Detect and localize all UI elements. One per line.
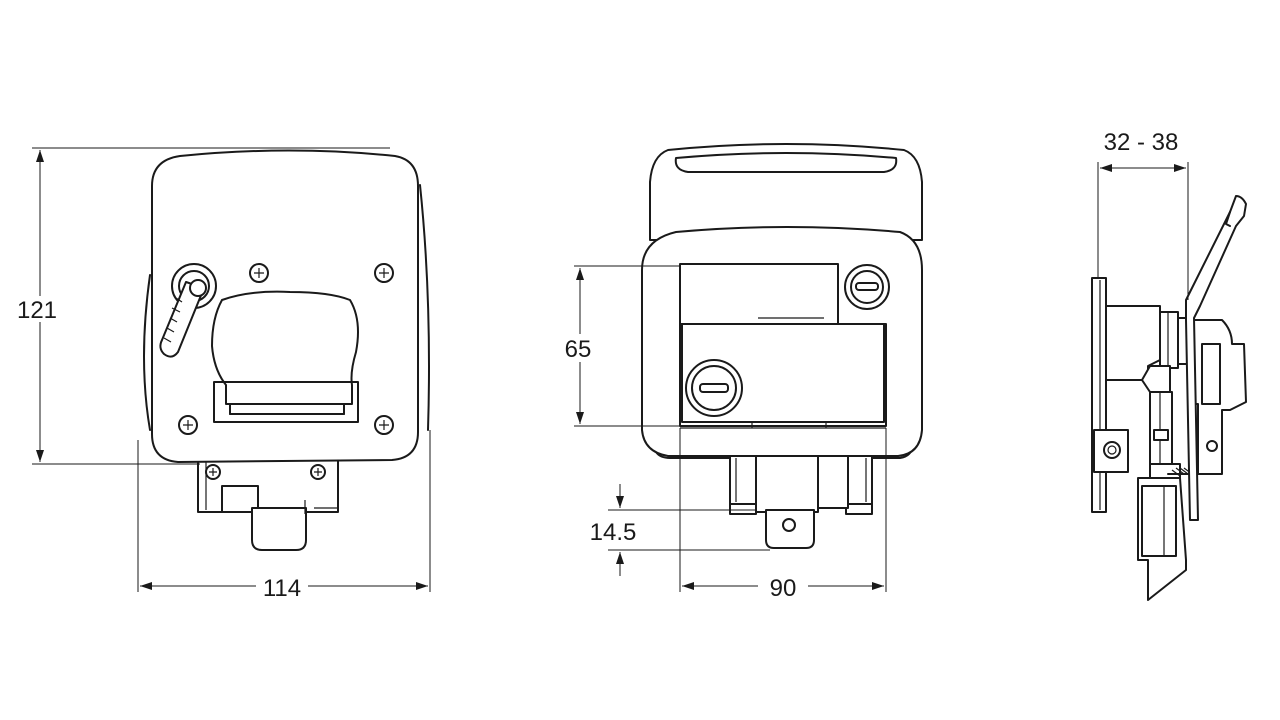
- handle-recess: [211, 290, 359, 405]
- dimension-side-thickness: 32 - 38: [1097, 129, 1189, 300]
- side-handle: [1185, 195, 1247, 521]
- screw-icon: [249, 263, 269, 283]
- back-mechanism: [729, 455, 873, 549]
- dim-label-14-5: 14.5: [590, 519, 637, 546]
- dimension-front-height: 121: [10, 147, 390, 465]
- key-lock-icon: [159, 263, 217, 358]
- screw-icon: [374, 415, 394, 435]
- dimension-back-cutout: 65: [556, 265, 680, 427]
- dim-label-114: 114: [263, 575, 301, 602]
- side-view: 32 - 38: [1091, 129, 1247, 601]
- screw-icon: [374, 263, 394, 283]
- dim-label-121: 121: [17, 297, 57, 324]
- dimension-front-width: 114: [137, 430, 431, 602]
- screw-icon: [178, 415, 198, 435]
- lock-cylinder-icon: [844, 264, 890, 310]
- dim-label-90: 90: [770, 575, 797, 602]
- front-mechanism: [197, 459, 339, 551]
- front-view: 121 114: [10, 147, 431, 602]
- dim-label-32-38: 32 - 38: [1104, 129, 1179, 156]
- dimension-back-offset: 14.5: [590, 484, 770, 576]
- back-view: 65 14.5 90: [556, 143, 923, 602]
- dimension-back-width: 90: [679, 428, 887, 602]
- dim-label-65: 65: [565, 336, 592, 363]
- lock-cylinder-icon: [685, 359, 743, 417]
- side-faceplate: [1091, 277, 1107, 513]
